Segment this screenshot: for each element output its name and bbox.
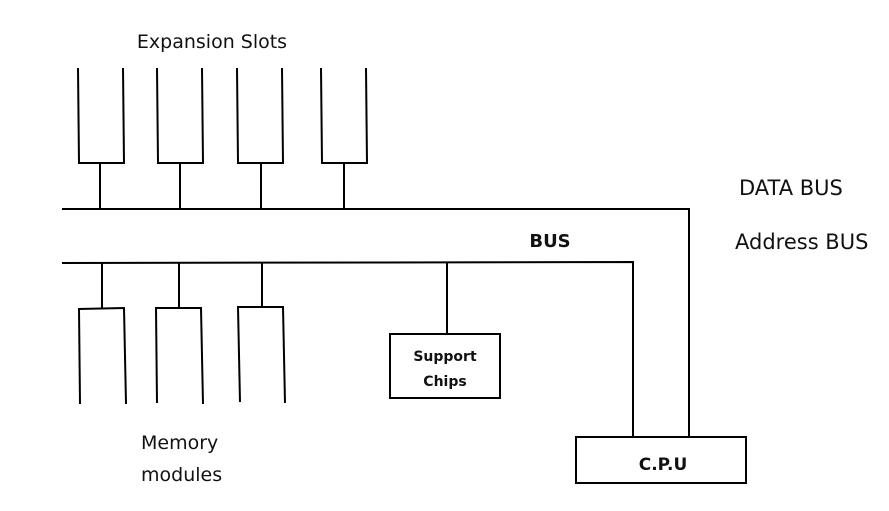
data-bus-label: DATA BUS [739, 176, 843, 200]
memory-label-line1: Memory [141, 432, 218, 454]
expansion-slot-4 [320, 67, 369, 164]
support-chips-label-line2: Chips [423, 374, 466, 390]
memory-module-2 [154, 307, 204, 405]
cpu-box [575, 436, 747, 484]
memory-modules [77, 262, 286, 405]
expansion-slot-1 [77, 67, 126, 164]
memory-module-3 [236, 306, 286, 404]
expansion-slots [77, 67, 369, 208]
support-chips-label-line1: Support [413, 349, 477, 365]
expansion-slot-3 [236, 67, 285, 164]
expansion-slot-2 [156, 67, 205, 164]
bus-label: BUS [529, 231, 570, 252]
data-bus-line [62, 208, 690, 437]
cpu-label: C.P.U [639, 455, 688, 475]
address-bus-label: Address BUS [735, 230, 868, 254]
address-bus-line [61, 260, 634, 437]
support-chips-box [389, 333, 501, 399]
expansion-slots-label: Expansion Slots [137, 31, 287, 53]
memory-module-1 [77, 306, 127, 405]
memory-label-line2: modules [141, 464, 222, 486]
